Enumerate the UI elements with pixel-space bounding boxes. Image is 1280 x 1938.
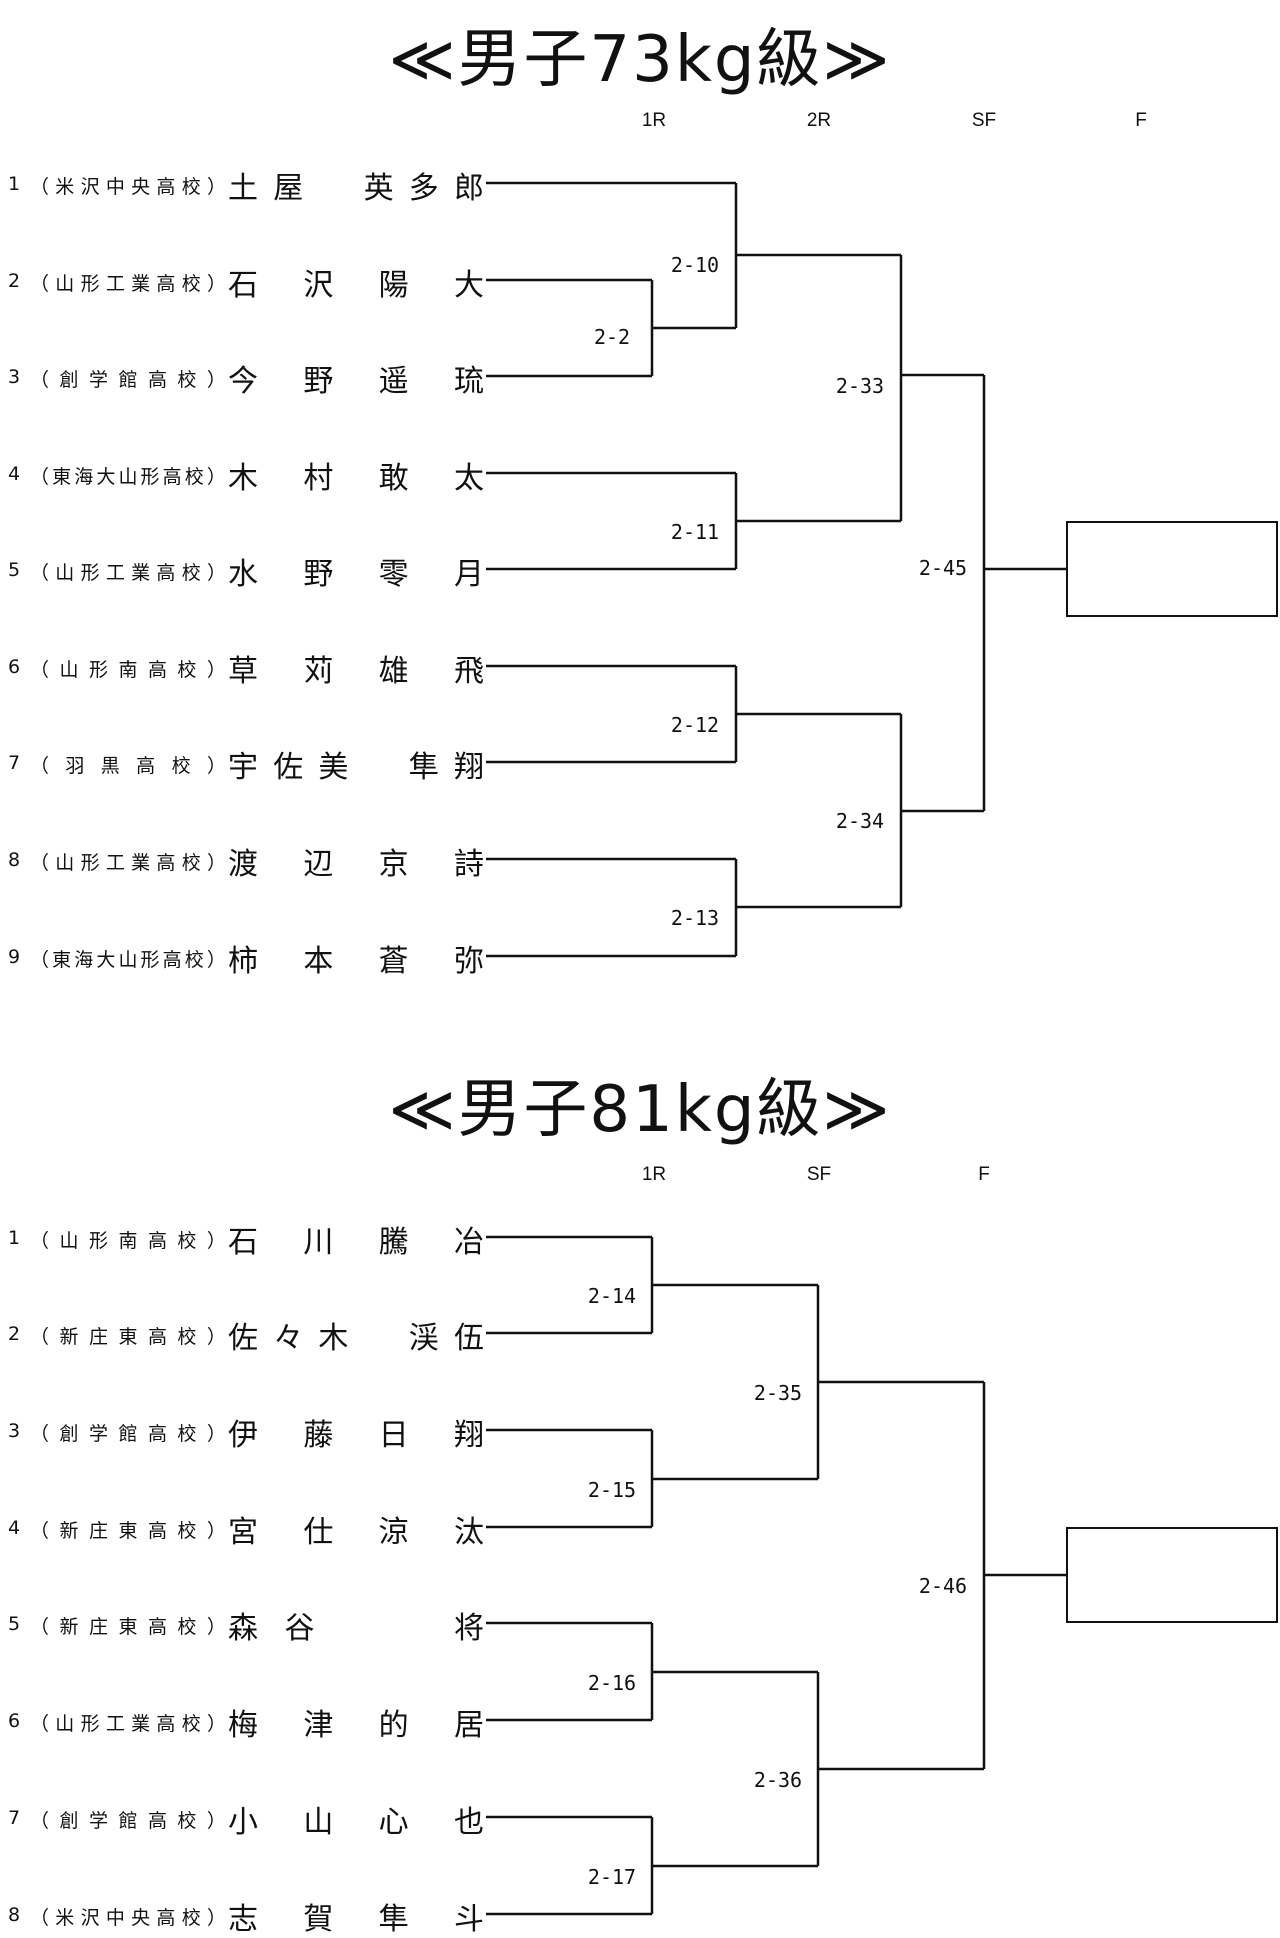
player-seed: 8 (8, 849, 21, 871)
player-seed: 4 (8, 463, 21, 485)
round-label-1r: 1R (641, 110, 667, 131)
match-label: 2-10 (670, 253, 720, 277)
player-name: 志賀隼斗 (228, 1902, 484, 1937)
player-row: 9 （東海大山形高校）柿本蒼弥 (8, 936, 484, 979)
match-label: 2-33 (835, 374, 885, 398)
player-school: （新庄東高校） (30, 1326, 226, 1348)
player-name: 草苅雄飛 (228, 654, 484, 689)
player-school: （羽黒高校） (30, 755, 226, 777)
player-name: 森谷 将 (228, 1611, 484, 1646)
player-name: 木村敢太 (228, 461, 484, 496)
player-school: （東海大山形高校） (30, 949, 226, 971)
round-label-2r: 2R (806, 110, 832, 131)
player-seed: 8 (8, 1904, 21, 1926)
player-name: 宇佐美 隼翔 (228, 750, 484, 785)
player-seed: 3 (8, 1420, 21, 1442)
player-seed: 1 (8, 173, 21, 195)
player-name: 石川騰冶 (228, 1225, 484, 1260)
round-label-sf: SF (971, 110, 997, 131)
player-row: 8 （米沢中央高校）志賀隼斗 (8, 1894, 484, 1937)
player-school: （山形工業高校） (30, 273, 226, 295)
player-seed: 5 (8, 1613, 21, 1635)
player-seed: 6 (8, 656, 21, 678)
player-school: （米沢中央高校） (30, 1907, 226, 1929)
player-row: 2 （山形工業高校）石沢陽大 (8, 260, 484, 303)
match-label: 2-17 (587, 1865, 637, 1889)
player-row: 3 （創学館高校）今野遥琉 (8, 356, 484, 399)
player-school: （創学館高校） (30, 1423, 226, 1445)
match-label: 2-11 (670, 520, 720, 544)
bracket-title: ≪男子81kg級≫ (388, 1073, 892, 1147)
player-school: （創学館高校） (30, 369, 226, 391)
player-school: （山形工業高校） (30, 562, 226, 584)
player-name: 宮仕涼汰 (228, 1515, 484, 1550)
match-label: 2-14 (587, 1284, 637, 1308)
match-label: 2-45 (918, 556, 968, 580)
player-school: （山形工業高校） (30, 1713, 226, 1735)
player-name: 石沢陽大 (228, 268, 484, 303)
bracket-lines-73kg (486, 181, 1067, 958)
match-label: 2-2 (593, 325, 631, 349)
match-label: 2-13 (670, 906, 720, 930)
player-seed: 9 (8, 946, 21, 968)
player-seed: 7 (8, 752, 21, 774)
player-name: 渡辺京詩 (228, 847, 484, 882)
player-row: 6 （山形工業高校）梅津的居 (8, 1700, 484, 1743)
player-name: 梅津的居 (228, 1708, 484, 1743)
player-name: 土屋 英多郎 (228, 171, 484, 206)
player-row: 7 （創学館高校）小山心也 (8, 1797, 484, 1840)
player-name: 小山心也 (228, 1805, 484, 1840)
player-school: （創学館高校） (30, 1810, 226, 1832)
player-row: 4 （新庄東高校）宮仕涼汰 (8, 1507, 484, 1550)
player-seed: 2 (8, 270, 21, 292)
player-row: 8 （山形工業高校）渡辺京詩 (8, 839, 484, 882)
player-seed: 2 (8, 1323, 21, 1345)
round-label-sf: SF (806, 1164, 832, 1185)
player-name: 今野遥琉 (228, 364, 484, 399)
player-row: 4 （東海大山形高校）木村敢太 (8, 453, 484, 496)
match-label: 2-16 (587, 1671, 637, 1695)
player-school: （新庄東高校） (30, 1520, 226, 1542)
round-label-f: F (978, 1164, 990, 1185)
match-label: 2-36 (753, 1768, 803, 1792)
player-seed: 7 (8, 1807, 21, 1829)
match-label: 2-34 (835, 809, 885, 833)
player-row: 1 （山形南高校）石川騰冶 (8, 1217, 484, 1260)
player-seed: 1 (8, 1227, 21, 1249)
player-school: （米沢中央高校） (30, 176, 226, 198)
player-row: 2 （新庄東高校）佐々木 渓伍 (8, 1313, 484, 1356)
player-name: 水野零月 (228, 557, 484, 592)
winner-box (1066, 521, 1278, 617)
player-row: 3 （創学館高校）伊藤日翔 (8, 1410, 484, 1453)
match-label: 2-35 (753, 1381, 803, 1405)
match-label: 2-46 (918, 1574, 968, 1598)
player-seed: 6 (8, 1710, 21, 1732)
player-name: 伊藤日翔 (228, 1418, 484, 1453)
player-seed: 4 (8, 1517, 21, 1539)
player-row: 6 （山形南高校）草苅雄飛 (8, 646, 484, 689)
player-school: （山形南高校） (30, 1230, 226, 1252)
player-row: 7 （羽黒高校）宇佐美 隼翔 (8, 742, 484, 785)
player-name: 柿本蒼弥 (228, 944, 484, 979)
player-school: （山形南高校） (30, 659, 226, 681)
bracket-title: ≪男子73kg級≫ (388, 23, 892, 97)
round-label-1r: 1R (641, 1164, 667, 1185)
match-label: 2-15 (587, 1478, 637, 1502)
player-name: 佐々木 渓伍 (228, 1321, 484, 1356)
player-school: （東海大山形高校） (30, 466, 226, 488)
player-row: 5 （山形工業高校）水野零月 (8, 549, 484, 592)
round-label-f: F (1135, 110, 1147, 131)
player-school: （山形工業高校） (30, 852, 226, 874)
player-row: 1 （米沢中央高校）土屋 英多郎 (8, 163, 484, 206)
winner-box (1066, 1527, 1278, 1623)
player-seed: 5 (8, 559, 21, 581)
player-school: （新庄東高校） (30, 1616, 226, 1638)
match-label: 2-12 (670, 713, 720, 737)
player-row: 5 （新庄東高校）森谷 将 (8, 1603, 484, 1646)
player-seed: 3 (8, 366, 21, 388)
